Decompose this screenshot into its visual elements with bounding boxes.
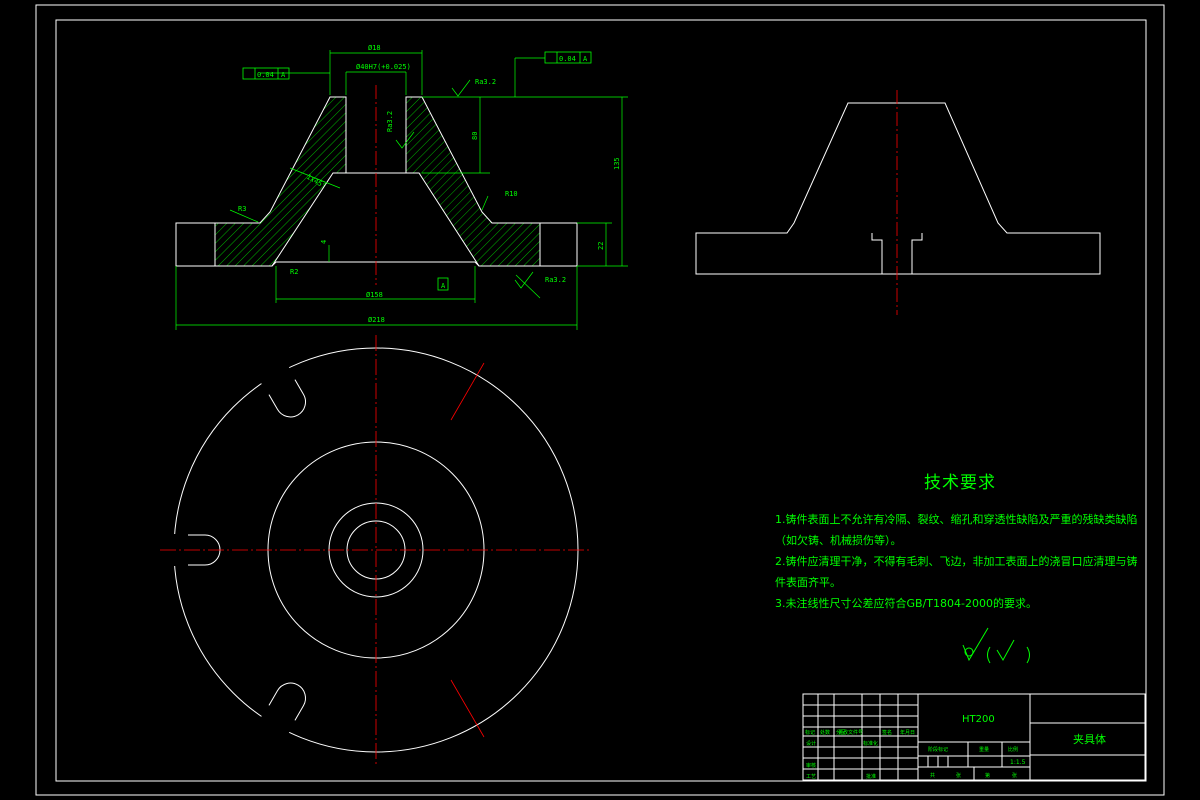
tb-scale-label: 比例 bbox=[1008, 746, 1018, 753]
dim-base-thickness: 22 bbox=[597, 242, 605, 250]
tech-requirements-title: 技术要求 bbox=[924, 473, 996, 493]
datum-letter: A bbox=[441, 282, 446, 290]
tb-approve: 批准 bbox=[866, 773, 876, 780]
tb-standard: 标准化 bbox=[863, 740, 878, 747]
tb-material: HT200 bbox=[962, 714, 995, 725]
roughness-top: Ra3.2 bbox=[475, 78, 496, 86]
dim-bore-fit: Ø40H7(+0.025) bbox=[356, 63, 411, 71]
tb-scale: 1:1.5 bbox=[1010, 759, 1026, 766]
slot-bottom-right bbox=[258, 361, 306, 418]
dim-corner-radius: R3 bbox=[238, 205, 246, 213]
sheet-outer-border bbox=[35, 4, 1165, 796]
tb-header-3: 更改文件号 bbox=[838, 729, 863, 736]
slot-centerline-top bbox=[450, 362, 485, 421]
flatness-value-left: 0.04 bbox=[257, 71, 274, 79]
dim-bore-depth: 80 bbox=[471, 132, 479, 140]
dim-fillet-radius: R10 bbox=[505, 190, 518, 198]
tech-requirement-3: 3.未注线性尺寸公差应符合GB/T1804-2000的要求。 bbox=[775, 597, 1037, 610]
general-roughness-symbol bbox=[962, 627, 1030, 664]
top-view bbox=[160, 335, 592, 765]
title-block-texts: HT200 夹具体 1:1.5 标记 处数 分区 更改文件号 签名 年月日 设计… bbox=[805, 714, 1106, 780]
tb-header-5: 年月日 bbox=[900, 729, 915, 736]
side-view bbox=[695, 90, 1101, 315]
flatness-value-right: 0.04 bbox=[559, 55, 576, 63]
flatness-frame-left bbox=[242, 67, 290, 80]
slot-centerline-bottom bbox=[450, 679, 485, 738]
title-block bbox=[802, 693, 1146, 781]
tb-design: 设计 bbox=[806, 740, 816, 747]
technical-requirements: 技术要求 1.铸件表面上不允许有冷隔、裂纹、缩孔和穿透性缺陷及严重的残缺类缺陷（… bbox=[775, 468, 1145, 614]
tb-header-2: 分区 bbox=[836, 729, 846, 736]
tb-header-1: 处数 bbox=[820, 729, 830, 736]
tb-sheet-total: 共 bbox=[930, 772, 935, 779]
flatness-frame-right bbox=[544, 51, 592, 64]
tb-review: 审核 bbox=[806, 762, 816, 769]
front-section-view: Ø18 Ø40H7(+0.025) 80 135 22 R10 R3 1x45°… bbox=[175, 44, 628, 330]
tb-process: 工艺 bbox=[806, 774, 816, 780]
dim-bottom-recess: Ø158 bbox=[366, 291, 383, 299]
dim-overall-height: 135 bbox=[613, 157, 621, 170]
datum-box bbox=[437, 277, 449, 291]
section-hatch-right bbox=[405, 96, 541, 267]
flange-right-lug bbox=[540, 222, 578, 267]
sheet-inner-border bbox=[55, 19, 1147, 782]
dim-overall-width: Ø218 bbox=[368, 316, 385, 324]
tb-header-0: 标记 bbox=[805, 729, 815, 736]
tb-weight: 重量 bbox=[979, 746, 989, 753]
flange-left-lug bbox=[175, 222, 215, 267]
tb-sheet-label: 张 bbox=[956, 772, 961, 779]
slot-top-right bbox=[258, 682, 306, 739]
tech-requirement-1: 1.铸件表面上不允许有冷隔、裂纹、缩孔和穿透性缺陷及严重的残缺类缺陷（如欠铸、机… bbox=[775, 513, 1138, 547]
tb-sheet-label-2: 张 bbox=[1012, 772, 1017, 779]
side-view-slot bbox=[871, 233, 923, 274]
tb-part-name: 夹具体 bbox=[1073, 732, 1106, 746]
roughness-bore: Ra3.2 bbox=[386, 111, 394, 132]
flatness-datum-right: A bbox=[583, 55, 588, 63]
flatness-datum-left: A bbox=[281, 71, 286, 79]
tb-stage: 阶段标记 bbox=[928, 746, 948, 753]
dim-undercut-depth: 4 bbox=[320, 240, 328, 244]
dim-top-diameter: Ø18 bbox=[368, 44, 381, 52]
tb-header-4: 签名 bbox=[882, 729, 892, 736]
base-bottom-edge bbox=[176, 261, 577, 267]
side-view-outline bbox=[695, 102, 1101, 275]
tb-sheet-num: 第 bbox=[985, 772, 990, 779]
roughness-base: Ra3.2 bbox=[545, 276, 566, 284]
tech-requirement-2: 2.铸件应清理干净，不得有毛刺、飞边，非加工表面上的浇冒口应清理与铸件表面齐平。 bbox=[775, 555, 1138, 589]
dim-small-radius: R2 bbox=[290, 268, 298, 276]
